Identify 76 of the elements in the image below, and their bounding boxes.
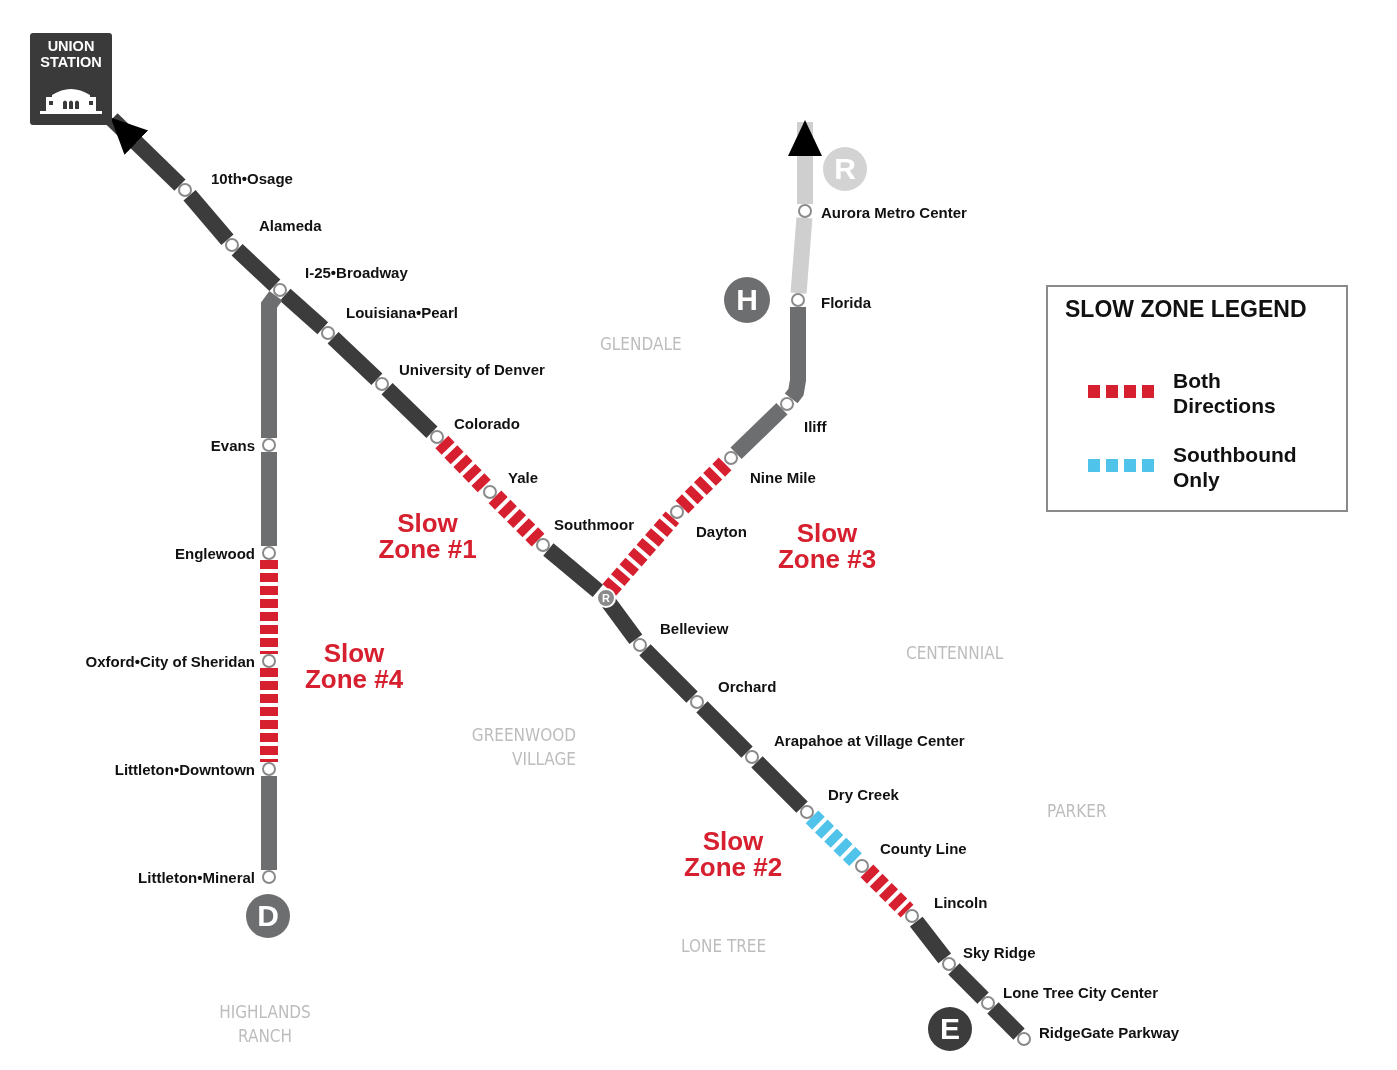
sign-title: UNION STATION <box>39 38 103 70</box>
rail-line <box>751 756 808 813</box>
station-name: University of Denver <box>399 361 545 379</box>
station-name: Littleton•Mineral <box>138 869 255 887</box>
station-name: Evans <box>210 437 255 455</box>
line-badge: H <box>724 277 770 323</box>
station-name: Nine Mile <box>750 469 816 487</box>
station-name: Orchard <box>718 678 777 696</box>
slow-zone-track <box>435 435 492 494</box>
area-label: CENTENNIAL <box>906 642 1005 665</box>
rail-line <box>730 403 788 459</box>
rail-line <box>987 1002 1025 1040</box>
slow-zone-track <box>260 668 278 762</box>
rail-line <box>231 243 281 292</box>
station-name: Belleview <box>660 620 729 638</box>
zone-label: Slow Zone #3 <box>776 520 878 572</box>
station-name: Littleton•Downtown <box>114 761 255 779</box>
legend-text: Southbound Only <box>1173 442 1298 492</box>
station-name: Aurora Metro Center <box>821 204 967 222</box>
slow-zone-track <box>860 864 914 918</box>
station-name: Englewood <box>175 545 255 563</box>
station-name: RidgeGate Parkway <box>1039 1024 1180 1042</box>
zone-label: Slow Zone #2 <box>682 828 784 880</box>
station-sign <box>30 33 112 125</box>
area-label: HIGHLANDS RANCH <box>218 1001 312 1048</box>
station-name: I-25•Broadway <box>305 264 408 282</box>
slow-zone-track <box>805 810 864 868</box>
area-label: PARKER <box>1047 800 1108 823</box>
station-name: Sky Ridge <box>963 944 1036 962</box>
station-name: Oxford•City of Sheridan <box>85 653 255 671</box>
line-badge: E <box>928 1007 972 1051</box>
slow-zone-track <box>488 490 545 547</box>
legend-text: Both Directions <box>1173 368 1277 418</box>
line-badge: D <box>246 894 290 938</box>
rail-line <box>543 543 603 597</box>
slow-zone-track <box>602 511 680 596</box>
station-name: Arapahoe at Village Center <box>774 732 965 750</box>
area-label: GREENWOOD VILLAGE <box>470 724 576 771</box>
station-name: Yale <box>508 469 539 487</box>
legend-title: SLOW ZONE LEGEND <box>1065 298 1308 321</box>
station-name: Colorado <box>454 415 520 433</box>
area-label: GLENDALE <box>600 333 683 356</box>
zone-label: Slow Zone #1 <box>377 510 478 562</box>
station-name: Florida <box>821 294 871 312</box>
rail-line <box>790 217 813 294</box>
rail-line <box>279 288 329 335</box>
station-name: County Line <box>880 840 967 858</box>
rail-line <box>784 307 806 404</box>
rail-line <box>261 290 283 438</box>
station-name: Dayton <box>696 523 747 541</box>
station-name: Lincoln <box>934 894 988 912</box>
area-label: LONE TREE <box>681 935 768 958</box>
rail-line <box>602 597 643 645</box>
rail-line <box>106 113 186 191</box>
slow-zone-track <box>260 560 278 654</box>
station-name: 10th•Osage <box>211 170 293 188</box>
rail-line <box>261 452 277 546</box>
rail-line <box>948 963 989 1004</box>
line-badge <box>596 588 616 608</box>
rail-line <box>639 644 698 703</box>
station-name: Iliff <box>804 418 827 436</box>
station-name: Dry Creek <box>828 786 899 804</box>
station-name: Louisiana•Pearl <box>346 304 458 322</box>
rail-line <box>183 190 234 245</box>
line-letter: R <box>602 592 610 604</box>
rail-line <box>327 332 383 385</box>
rail-line <box>696 701 753 758</box>
rail-line <box>909 916 952 964</box>
station-name: Lone Tree City Center <box>1003 984 1159 1002</box>
rail-line <box>261 776 277 870</box>
station-name: Alameda <box>259 217 322 235</box>
rail-line <box>788 120 822 204</box>
rail-line <box>381 383 438 438</box>
slow-zone-track <box>675 456 733 514</box>
zone-label: Slow Zone #4 <box>303 640 405 692</box>
station-name: Southmoor <box>554 516 634 534</box>
